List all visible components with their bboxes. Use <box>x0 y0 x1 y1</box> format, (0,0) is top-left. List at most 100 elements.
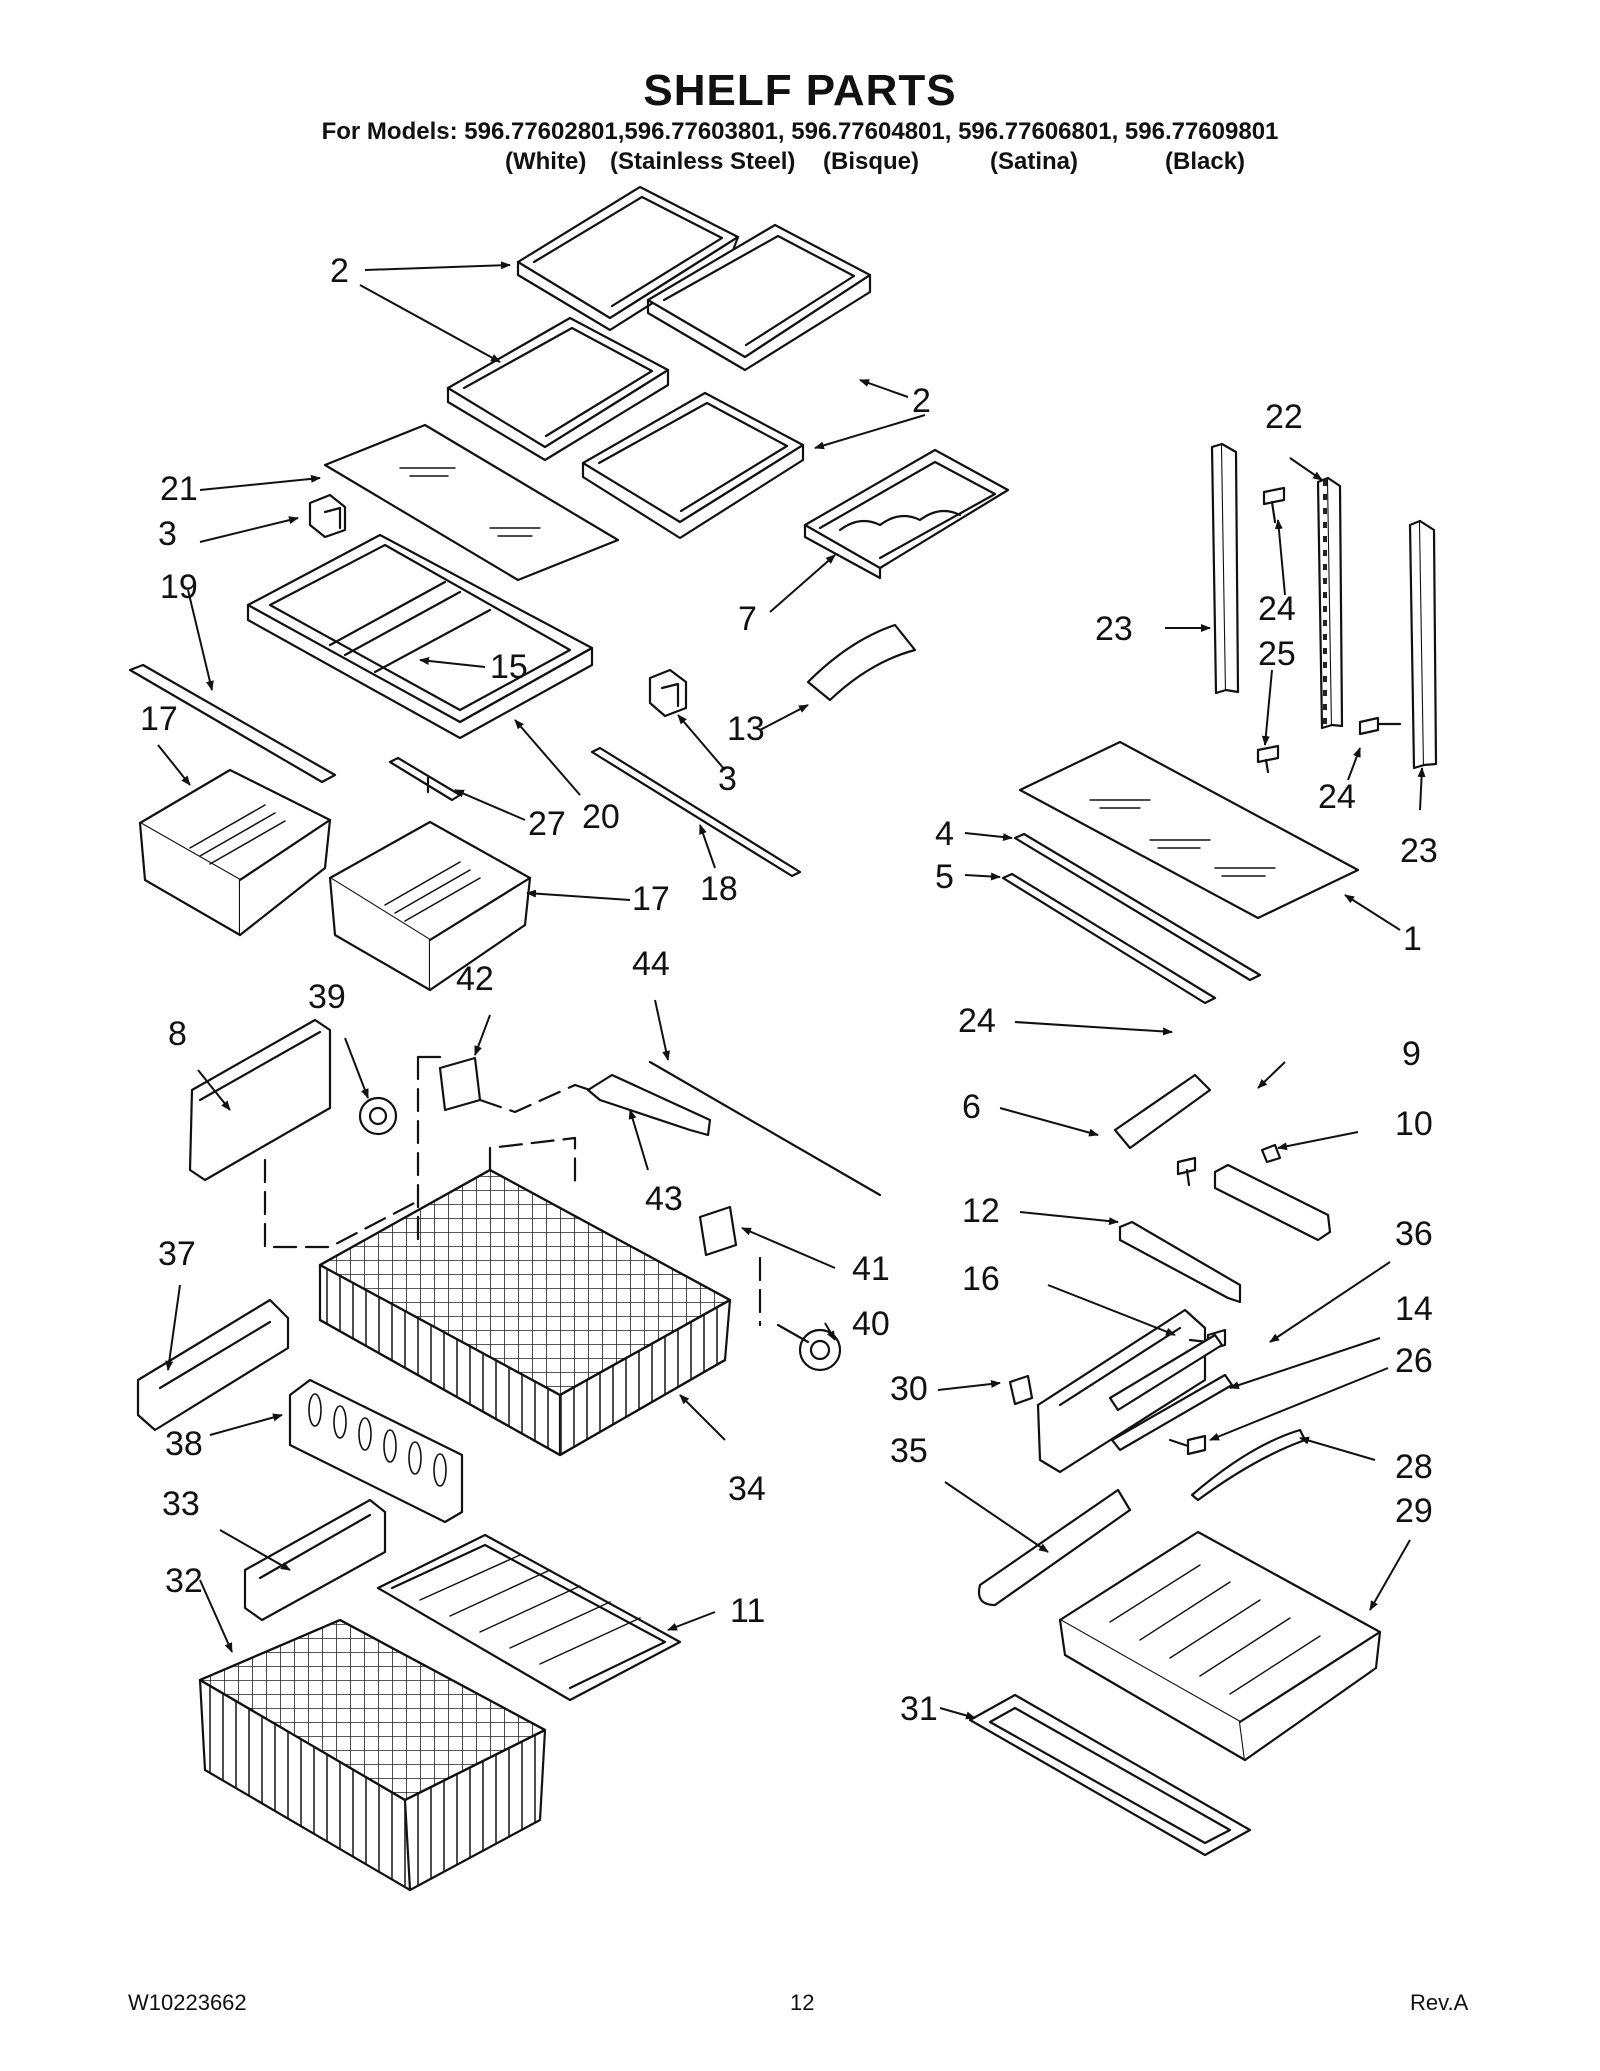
callout-14: 14 <box>1395 1290 1433 1328</box>
callout-25: 25 <box>1258 635 1296 673</box>
callout-21: 21 <box>160 470 198 508</box>
wire-basket-32 <box>198 1618 547 1892</box>
callout-5: 5 <box>935 858 954 896</box>
wire-shelf-11 <box>376 1533 682 1702</box>
callout-7: 7 <box>738 600 757 638</box>
callout-19: 19 <box>160 568 198 606</box>
callout-27: 27 <box>528 805 566 843</box>
clip-3-lower <box>648 668 688 718</box>
callout-8: 8 <box>168 1015 187 1053</box>
callout-labels: 2 2 2 21 3 19 15 7 13 3 17 27 20 18 17 2… <box>140 252 1438 1728</box>
glass-shelf-21 <box>323 423 620 582</box>
callout-9: 9 <box>1402 1035 1421 1073</box>
callout-43: 43 <box>645 1180 683 1218</box>
bracket-42 <box>438 1056 482 1112</box>
callout-26: 26 <box>1395 1342 1433 1380</box>
trim-31 <box>968 1693 1252 1857</box>
callout-37: 37 <box>158 1235 196 1273</box>
callout-4: 4 <box>935 815 954 853</box>
rail-43 <box>586 1073 712 1137</box>
callout-34: 34 <box>728 1470 766 1508</box>
shelf-left <box>446 316 670 462</box>
rail-12 <box>1118 1220 1242 1304</box>
callout-39: 39 <box>308 978 346 1016</box>
callout-24-c: 24 <box>958 1002 996 1040</box>
shelf-middle <box>581 391 805 540</box>
callout-31: 31 <box>900 1690 938 1728</box>
callout-15: 15 <box>490 648 528 686</box>
callout-17-a: 17 <box>140 700 178 738</box>
bracket-6 <box>1113 1073 1212 1150</box>
callout-24-b: 24 <box>1318 778 1356 816</box>
callout-36: 36 <box>1395 1215 1433 1253</box>
callout-10: 10 <box>1395 1105 1433 1143</box>
callout-35: 35 <box>890 1432 928 1470</box>
divider-37 <box>136 1298 290 1432</box>
callout-23-a: 23 <box>1095 610 1133 648</box>
rails-22-23 <box>1210 442 1438 770</box>
gear-40 <box>798 1328 842 1372</box>
models-line: For Models: 596.77602801,596.77603801, 5… <box>321 118 1279 145</box>
pan-29 <box>1058 1530 1382 1762</box>
tray-7 <box>803 448 1010 580</box>
clip-30 <box>1008 1374 1034 1406</box>
callout-29: 29 <box>1395 1492 1433 1530</box>
callout-3-b: 3 <box>718 760 737 798</box>
callout-12: 12 <box>962 1192 1000 1230</box>
finish-bisque: (Bisque) <box>823 148 919 175</box>
glass-shelf-1 <box>1018 740 1360 920</box>
handle-35 <box>977 1488 1132 1607</box>
trim-5 <box>1001 872 1217 1005</box>
crisper-drawer-left <box>138 768 332 937</box>
clip-9 <box>1260 1143 1282 1164</box>
leader-lines <box>157 261 1426 1720</box>
revision: Rev.A <box>1410 1990 1469 2015</box>
screws <box>1176 486 1402 1187</box>
callout-32: 32 <box>165 1562 203 1600</box>
divider-38-holes <box>308 1393 447 1487</box>
rail-14 <box>1108 1333 1224 1412</box>
page-number: 12 <box>790 1990 815 2015</box>
screw-26 <box>1168 1434 1207 1456</box>
finish-stainless-steel: (Stainless Steel) <box>610 148 796 175</box>
callout-17-b: 17 <box>632 880 670 918</box>
callout-44: 44 <box>632 945 670 983</box>
clip-3-upper <box>308 493 347 539</box>
strip-19 <box>128 663 337 784</box>
callout-42: 42 <box>456 960 494 998</box>
cover-8 <box>188 1018 332 1182</box>
callout-38: 38 <box>165 1425 203 1463</box>
callout-3-a: 3 <box>158 515 177 553</box>
callout-24-a: 24 <box>1258 590 1296 628</box>
callout-18: 18 <box>700 870 738 908</box>
callout-23-b: 23 <box>1400 832 1438 870</box>
callout-13: 13 <box>727 710 765 748</box>
callout-41: 41 <box>852 1250 890 1288</box>
gear-39 <box>358 1096 398 1136</box>
wire-basket-34 <box>318 1168 732 1457</box>
trim-4 <box>1013 832 1262 982</box>
rod-28 <box>1190 1428 1307 1502</box>
callout-16: 16 <box>962 1260 1000 1298</box>
divider-38 <box>288 1378 464 1524</box>
rod-44 <box>648 1060 882 1197</box>
divider-33 <box>243 1498 387 1622</box>
callout-6: 6 <box>962 1088 981 1126</box>
doc-number: W10223662 <box>128 1990 247 2015</box>
callout-1: 1 <box>1403 920 1422 958</box>
crisper-drawer-right <box>328 820 532 992</box>
finish-black: (Black) <box>1165 148 1246 175</box>
bracket-41 <box>698 1205 738 1257</box>
callout-22: 22 <box>1265 398 1303 436</box>
callout-33: 33 <box>162 1485 200 1523</box>
assembly-dashed-lines <box>263 1055 762 1327</box>
crisper-cover-frame <box>246 533 594 740</box>
rod-18 <box>590 746 802 878</box>
page-title: SHELF PARTS <box>643 66 957 115</box>
rail-10 <box>1213 1163 1332 1242</box>
part-13 <box>806 623 917 702</box>
bracket-27 <box>388 756 462 802</box>
callout-11: 11 <box>730 1592 765 1630</box>
callout-2-a: 2 <box>330 252 349 290</box>
